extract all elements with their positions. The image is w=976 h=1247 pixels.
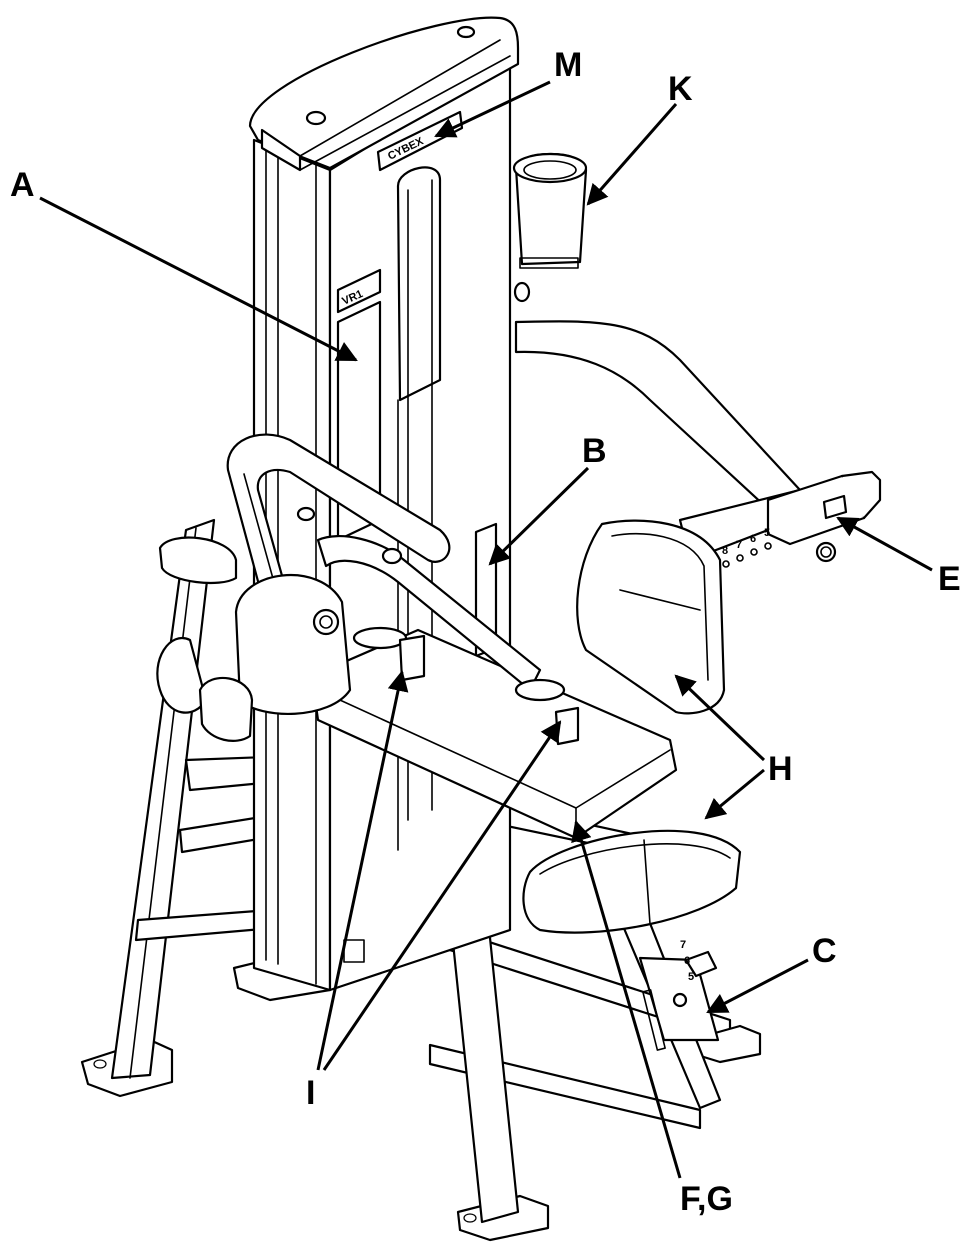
leader-M	[434, 80, 551, 138]
callout-K: K	[668, 70, 693, 108]
callout-A: A	[10, 166, 35, 204]
leader-E	[836, 516, 933, 572]
leader-H1	[674, 674, 766, 762]
leader-H2	[704, 768, 765, 820]
callout-labels: A B C E F,G H I K M	[10, 46, 961, 1218]
leader-C	[706, 958, 809, 1014]
leader-FG	[571, 819, 682, 1179]
callout-E: E	[938, 560, 961, 598]
svg-text:6: 6	[684, 955, 690, 967]
callout-M: M	[554, 46, 582, 84]
svg-text:7: 7	[736, 539, 742, 551]
svg-text:8: 8	[722, 545, 728, 557]
callout-C: C	[812, 932, 837, 970]
callout-B: B	[582, 432, 607, 470]
svg-text:7: 7	[680, 939, 686, 951]
callout-I: I	[306, 1074, 315, 1112]
svg-text:5: 5	[764, 527, 770, 539]
leader-B	[488, 466, 590, 566]
callout-FG: F,G	[680, 1180, 733, 1218]
back-pad	[576, 519, 726, 715]
arm-bar: 9 8 7 6 5	[514, 320, 882, 574]
leader-lines	[39, 80, 933, 1179]
leader-I1	[316, 669, 409, 1071]
leader-I2	[322, 720, 562, 1071]
seat-adjust-numbers: 7 6 5	[680, 939, 694, 983]
lever-arm	[156, 433, 580, 746]
leader-K	[586, 103, 678, 206]
cup-holder	[512, 152, 588, 303]
svg-text:5: 5	[688, 971, 694, 983]
seat-pad: 7 6 5	[522, 829, 742, 983]
svg-text:6: 6	[750, 533, 756, 545]
leader-A	[39, 196, 358, 362]
callout-H: H	[768, 750, 793, 788]
